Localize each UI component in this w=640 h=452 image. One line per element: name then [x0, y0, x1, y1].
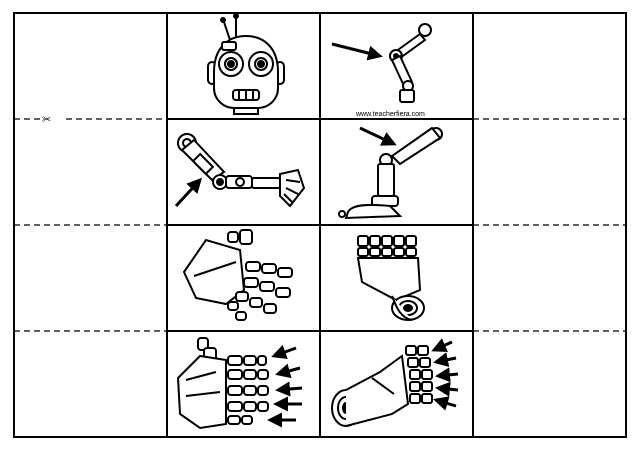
- robot-elbow-arrow-icon: [174, 133, 306, 208]
- robot-foot-icon: [356, 235, 425, 321]
- cut-lines: [14, 118, 626, 332]
- watermark-text: www.teacherfiera.com: [355, 111, 425, 118]
- robot-arm-pointing-arrow-icon: [331, 23, 432, 103]
- robot-toes-arrows-icon: [331, 338, 459, 427]
- robot-knee-arrow-icon: [338, 126, 443, 220]
- robot-hand-icon: [182, 229, 293, 321]
- robot-fingers-arrows-icon: [176, 337, 303, 430]
- scissors-icon: ✂: [42, 113, 51, 126]
- robot-head-icon: [207, 13, 285, 115]
